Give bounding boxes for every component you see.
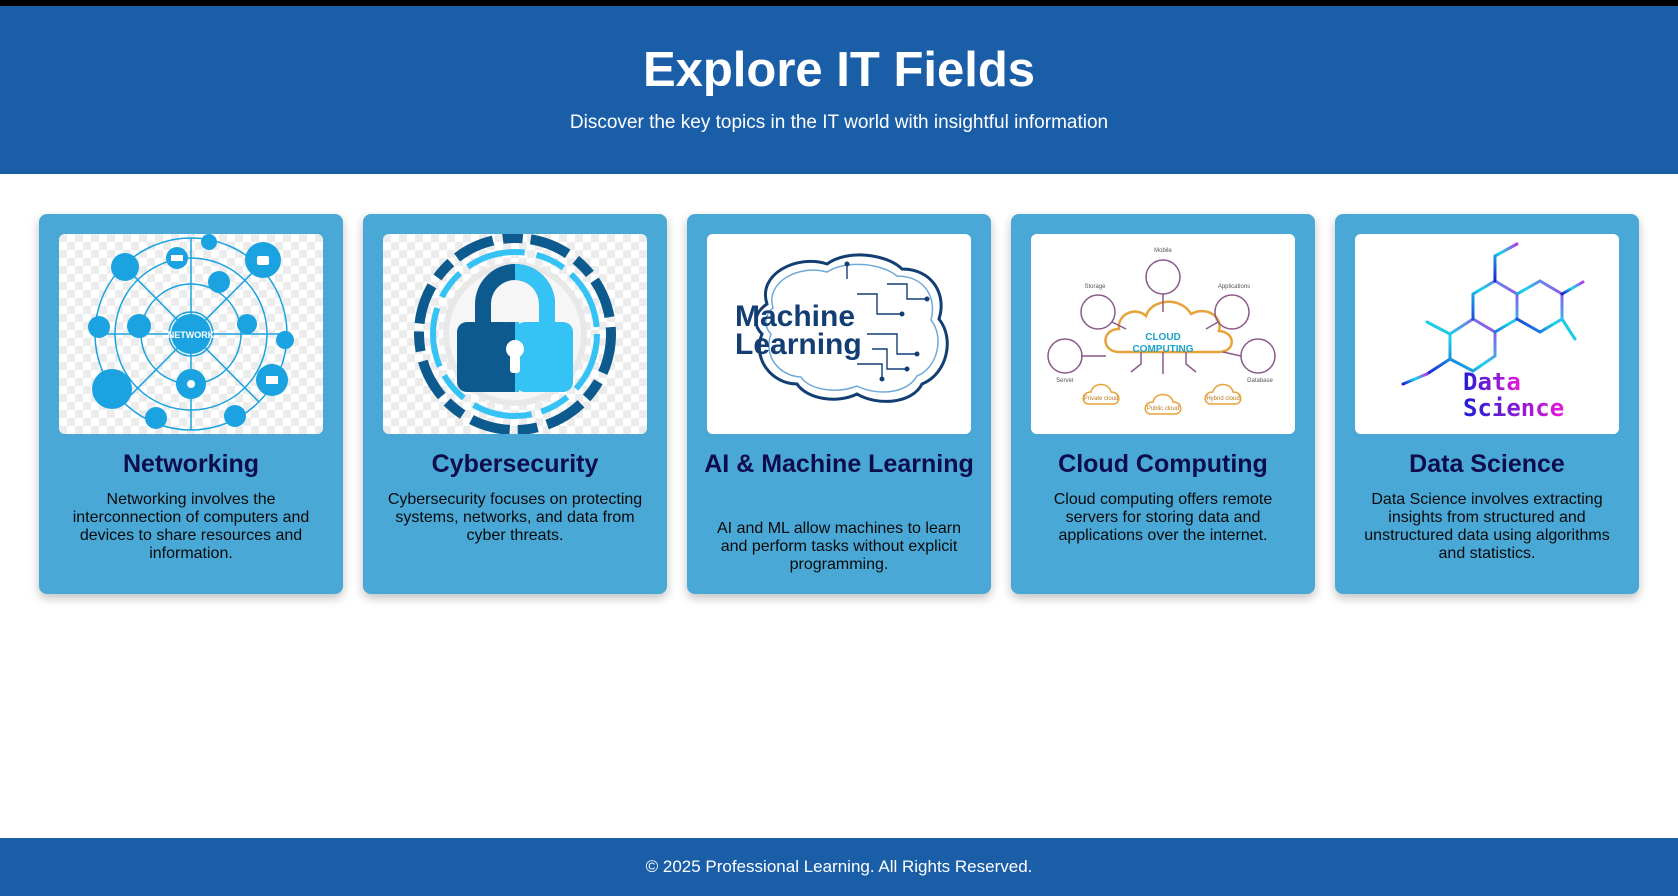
- circuit-brain-icon: Machine Learning: [707, 234, 971, 434]
- card-description: AI and ML allow machines to learn and pe…: [717, 520, 961, 573]
- card-description: Cloud computing offers remote servers fo…: [1053, 491, 1273, 544]
- cloud-diagram-icon: CLOUD COMPUTING: [1031, 234, 1295, 434]
- top-strip: [0, 0, 1678, 6]
- page-title: Explore IT Fields: [642, 43, 1036, 97]
- card-title: AI & Machine Learning: [704, 450, 974, 478]
- copyright-text: © 2025 Professional Learning. All Rights…: [645, 857, 1033, 876]
- card-cloud-computing[interactable]: CLOUD COMPUTING: [1011, 214, 1315, 594]
- cloud-text-line2: COMPUTING: [1132, 344, 1193, 355]
- cloud-computing-image: CLOUD COMPUTING: [1031, 234, 1295, 434]
- label-hybrid-cloud: Hybrid cloud: [1206, 396, 1239, 402]
- card-description: Networking involves the interconnection …: [72, 491, 310, 562]
- page-subtitle: Discover the key topics in the IT world …: [569, 112, 1109, 133]
- molecule-structure-icon: Data Science: [1355, 234, 1619, 434]
- ml-text-line1: Machine: [735, 300, 855, 333]
- card-title: Cloud Computing: [1058, 450, 1268, 478]
- card-ai-ml[interactable]: Machine Learning AI & Machine Learning A…: [687, 214, 991, 594]
- page-header: Explore IT Fields Discover the key topic…: [0, 6, 1678, 174]
- card-networking[interactable]: NETWORK: [39, 214, 343, 594]
- card-title: Cybersecurity: [431, 450, 599, 478]
- label-server: Server: [1056, 378, 1074, 384]
- network-diagram-icon: NETWORK: [59, 234, 323, 434]
- data-science-image: Data Science: [1355, 234, 1619, 434]
- card-description: Cybersecurity focuses on protecting syst…: [387, 491, 643, 544]
- label-private-cloud: Private cloud: [1084, 396, 1119, 402]
- topic-cards: NETWORK: [39, 214, 1639, 594]
- card-title: Networking: [122, 450, 260, 478]
- label-applications: Applications: [1218, 284, 1250, 290]
- cybersecurity-image: [383, 234, 647, 434]
- page-footer: © 2025 Professional Learning. All Rights…: [0, 838, 1678, 896]
- networking-image: NETWORK: [59, 234, 323, 434]
- card-data-science[interactable]: Data Science Data Science Data Science i…: [1335, 214, 1639, 594]
- label-storage: Storage: [1084, 284, 1106, 290]
- card-cybersecurity[interactable]: Cybersecurity Cybersecurity focuses on p…: [363, 214, 667, 594]
- label-mobile: Mobile: [1154, 248, 1172, 254]
- label-public-cloud: Public cloud: [1147, 406, 1179, 412]
- ml-text-line2: Learning: [735, 328, 862, 361]
- ds-text-line2: Science: [1463, 394, 1564, 422]
- card-description: Data Science involves extracting insight…: [1364, 491, 1610, 562]
- machine-learning-image: Machine Learning: [707, 234, 971, 434]
- cloud-text-line1: CLOUD: [1145, 332, 1181, 343]
- label-database: Database: [1247, 378, 1273, 384]
- card-title: Data Science: [1409, 450, 1565, 478]
- network-label: NETWORK: [168, 330, 215, 340]
- padlock-icon: [383, 234, 647, 434]
- ds-text-line1: Data: [1463, 368, 1521, 396]
